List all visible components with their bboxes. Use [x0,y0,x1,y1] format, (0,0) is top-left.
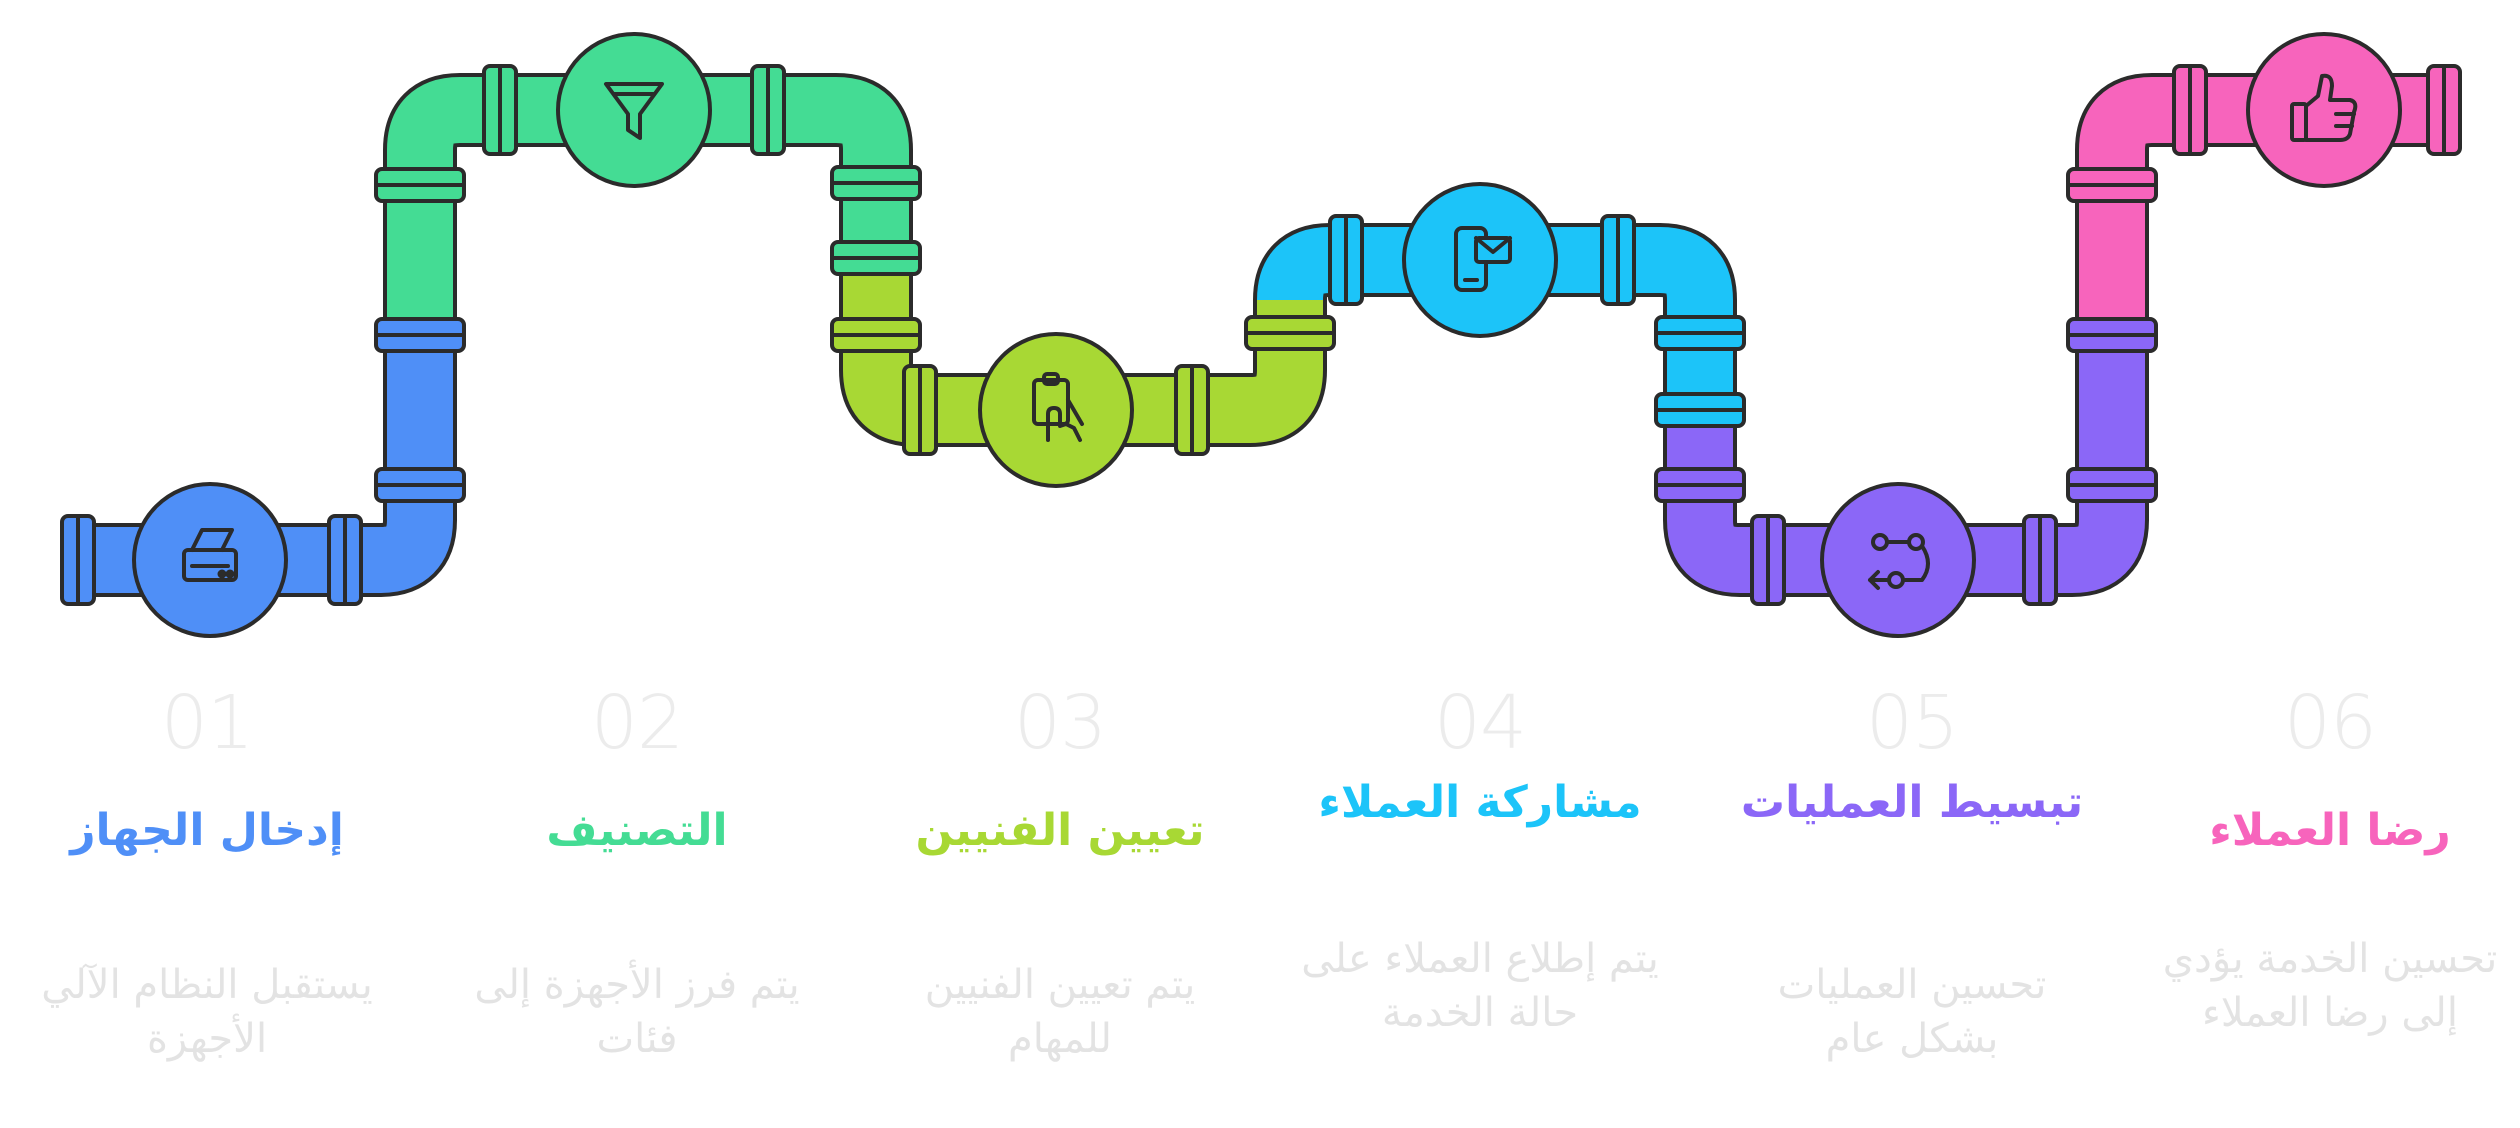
step-number: 01 [160,680,254,766]
scanner-icon [182,528,238,582]
step-number: 06 [2283,680,2377,766]
step-title: التصنيف [546,805,728,856]
thumbs-up-icon [2290,73,2358,142]
process-flow-icon [1868,533,1930,590]
pipe-segment [2079,77,2450,338]
step-title: تعيين الفنيين [915,805,1205,856]
clipboard-hand-icon [1032,372,1084,442]
step-icon-badge [132,482,288,638]
step-description: تحسين العمليات بشكل عام [1777,962,2047,1062]
step-description: يستقبل النظام الآلي الأجهزة [41,962,373,1062]
step-title: مشاركة العملاء [1318,777,1642,828]
pipe-connectors [60,64,2462,606]
pipe-segment [1257,227,1733,410]
filter-icon [604,82,664,140]
pipeline-diagram [60,32,2462,638]
pipe-segment [76,338,453,593]
step-title: تبسيط العمليات [1740,777,2084,828]
step-icons [132,32,2402,638]
step-description: يتم تعيين الفنيين للمهام [924,962,1196,1062]
step-description: تحسين الخدمة يؤدي إلى رضا العملاء [2162,936,2498,1036]
step-number: 04 [1433,680,1527,766]
phone-mail-icon [1454,226,1512,292]
step-title: رضا العملاء [2209,805,2451,856]
step-description: يتم فرز الأجهزة إلى فئات [474,962,800,1062]
step-description: يتم إطلاع العملاء على حالة الخدمة [1301,936,1659,1036]
step-icon-badge [1820,482,1976,638]
step-icon-badge [556,32,712,188]
step-title: إدخال الجهاز [70,805,344,856]
step-number: 02 [590,680,684,766]
step-number: 03 [1013,680,1107,766]
step-number: 05 [1865,680,1959,766]
step-icon-badge [2246,32,2402,188]
